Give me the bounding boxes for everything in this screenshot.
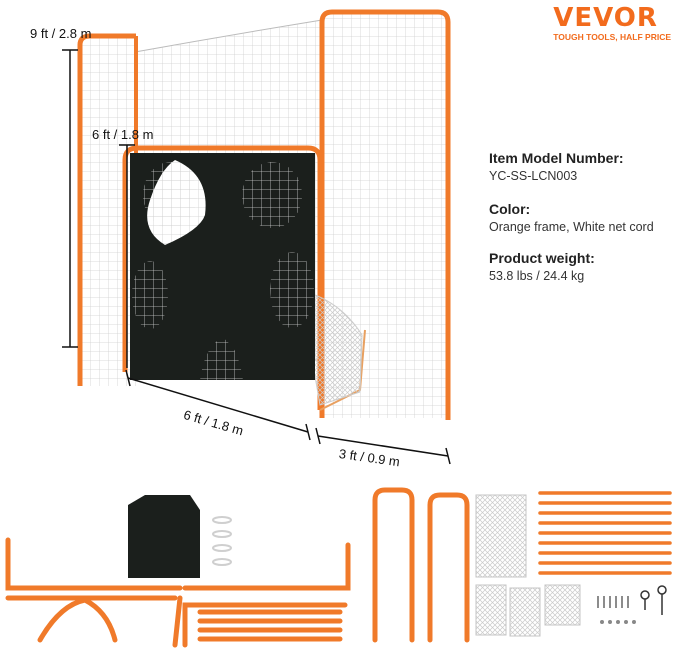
- dimension-lines: [62, 49, 451, 465]
- parts-layout: [5, 487, 672, 648]
- spec-model-label: Item Model Number:: [489, 150, 624, 166]
- height-goal-label: 6 ft / 1.8 m: [92, 127, 154, 142]
- goal-frame: [122, 145, 366, 411]
- brand-name: VEVOR: [553, 3, 658, 33]
- spec-weight: Product weight: 53.8 lbs / 24.4 kg: [489, 250, 595, 283]
- spec-color-value: Orange frame, White net cord: [489, 220, 654, 234]
- spec-model: Item Model Number: YC-SS-LCN003: [489, 150, 624, 183]
- spec-color: Color: Orange frame, White net cord: [489, 201, 654, 234]
- spec-weight-label: Product weight:: [489, 250, 595, 266]
- height-total-label: 9 ft / 2.8 m: [30, 26, 92, 41]
- spec-weight-value: 53.8 lbs / 24.4 kg: [489, 269, 585, 283]
- brand-tagline: TOUGH TOOLS, HALF PRICE: [553, 32, 671, 42]
- spec-model-value: YC-SS-LCN003: [489, 169, 578, 183]
- spec-color-label: Color:: [489, 201, 531, 217]
- brand-logo: VEVOR TOUGH TOOLS, HALF PRICE: [553, 4, 671, 42]
- shooter-target-sheet: [130, 153, 315, 380]
